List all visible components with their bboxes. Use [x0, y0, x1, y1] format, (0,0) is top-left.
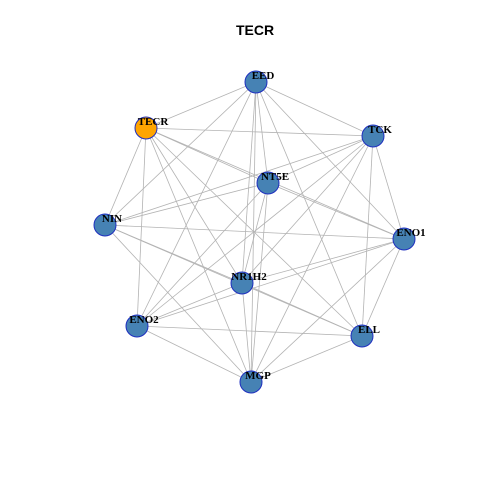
node-label-tck: TCK	[368, 124, 392, 136]
edge-eed-nt5e	[255, 81, 269, 184]
node-layer	[93, 70, 416, 394]
node-nt5e	[256, 171, 280, 195]
edge-eno1-ell	[361, 238, 405, 337]
edge-eed-eno2	[136, 81, 257, 327]
edge-tecr-tck	[145, 127, 374, 137]
node-label-nt5e: NT5E	[261, 171, 289, 183]
edge-eno1-nr1h2	[241, 238, 405, 284]
edge-eed-nr1h2	[241, 81, 257, 284]
edge-tck-nr1h2	[241, 135, 374, 284]
edge-nt5e-mgp	[250, 182, 269, 383]
node-label-mgp: MGP	[245, 370, 271, 382]
edge-tck-nin	[104, 135, 374, 226]
edge-nr1h2-mgp	[241, 282, 252, 383]
edge-eed-tck	[255, 81, 374, 137]
edge-nin-eno1	[104, 224, 405, 240]
edge-tecr-mgp	[145, 127, 252, 383]
edge-eno2-ell	[136, 325, 363, 337]
node-tecr	[134, 116, 158, 140]
node-label-ell: ELL	[358, 324, 380, 336]
node-label-tecr: TECR	[138, 116, 170, 128]
node-eed	[244, 70, 268, 94]
edge-eno2-mgp	[136, 325, 252, 383]
edge-eed-eno1	[255, 81, 405, 240]
node-label-nr1h2: NR1H2	[231, 271, 267, 283]
node-label-eno1: ENO1	[396, 227, 425, 239]
edge-tck-nt5e	[267, 135, 374, 184]
edge-eed-tecr	[145, 81, 257, 129]
edge-tck-mgp	[250, 135, 374, 383]
edge-eno1-mgp	[250, 238, 405, 383]
edge-nr1h2-eno2	[136, 282, 243, 327]
edge-ell-mgp	[250, 335, 363, 383]
edge-tck-ell	[361, 135, 374, 337]
node-ell	[350, 324, 374, 348]
node-tck	[361, 124, 385, 148]
edge-nt5e-eno1	[267, 182, 405, 240]
edge-eed-nin	[104, 81, 257, 226]
edge-eed-ell	[255, 81, 363, 337]
edge-eno1-eno2	[136, 238, 405, 327]
node-label-eed: EED	[252, 70, 275, 82]
edge-nt5e-eno2	[136, 182, 269, 327]
edge-nin-mgp	[104, 224, 252, 383]
edge-tecr-nr1h2	[145, 127, 243, 284]
edge-tck-eno2	[136, 135, 374, 327]
edge-nt5e-nin	[104, 182, 269, 226]
node-label-nin: NIN	[102, 213, 122, 225]
node-eno2	[125, 314, 149, 338]
node-label-eno2: ENO2	[129, 314, 159, 326]
node-nin	[93, 213, 117, 237]
edge-nt5e-nr1h2	[241, 182, 269, 284]
edge-tecr-nin	[104, 127, 147, 226]
node-nr1h2	[230, 271, 254, 295]
edge-nr1h2-ell	[241, 282, 363, 337]
graph-title: TECR	[236, 22, 274, 38]
node-mgp	[239, 370, 263, 394]
edge-tck-eno1	[372, 135, 405, 240]
node-eno1	[392, 227, 416, 251]
